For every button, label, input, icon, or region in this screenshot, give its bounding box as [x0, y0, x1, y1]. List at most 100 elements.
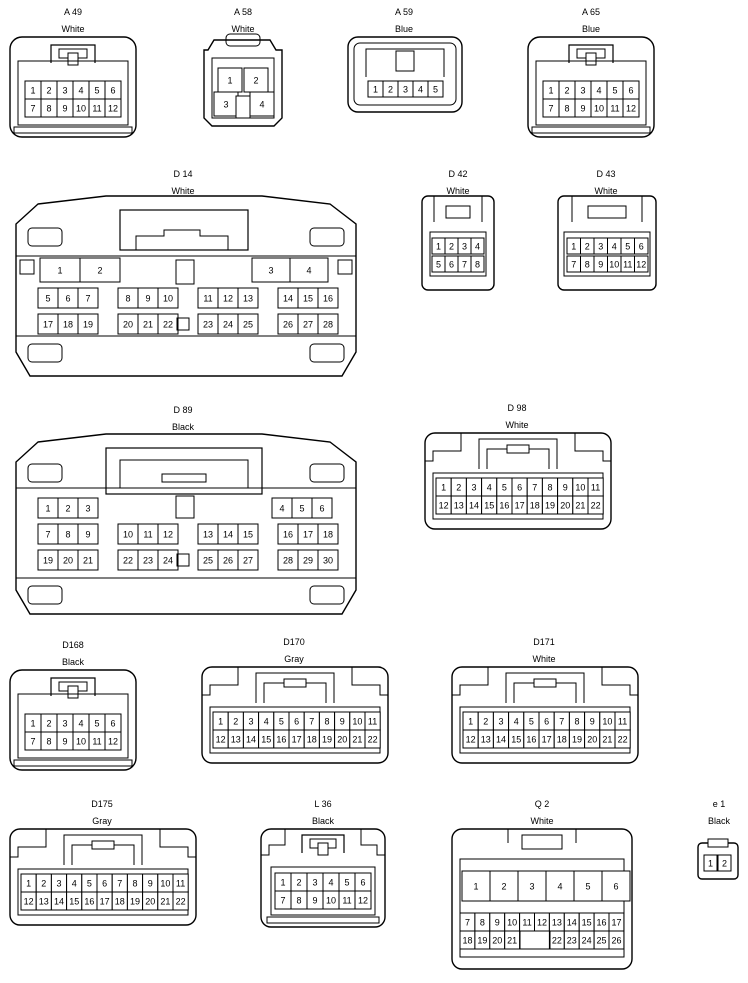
pin-number: 20 — [123, 319, 133, 329]
pin-number: 25 — [597, 935, 607, 945]
pin-number: 11 — [92, 736, 101, 746]
pin-cavity — [364, 729, 381, 749]
pin-number: 10 — [594, 103, 604, 113]
connector-code: D 98 — [507, 403, 526, 413]
pin-number: 8 — [475, 259, 480, 269]
pin-number: 14 — [246, 734, 256, 744]
pin-cavity — [601, 870, 631, 902]
pin-number: 5 — [87, 878, 92, 888]
pin-number: 7 — [309, 716, 314, 726]
pin-number: 3 — [498, 716, 503, 726]
pin-number: 1 — [280, 877, 285, 887]
pin-cavity — [608, 930, 625, 950]
connector-code: D 42 — [448, 169, 467, 179]
pin-cavity — [470, 255, 485, 273]
pin-cavity — [104, 98, 122, 118]
pin-number: 14 — [567, 917, 577, 927]
pin-number: 16 — [499, 500, 509, 510]
pin-number: 1 — [571, 241, 576, 251]
pin-cavity — [622, 98, 640, 118]
connector-code: D 43 — [596, 169, 615, 179]
pin-number: 4 — [328, 877, 333, 887]
pin-number: 2 — [483, 716, 488, 726]
pin-number: 2 — [41, 878, 46, 888]
pin-number: 20 — [145, 896, 155, 906]
pin-number: 11 — [610, 103, 619, 113]
pin-number: 12 — [216, 734, 226, 744]
pin-number: 18 — [115, 896, 125, 906]
pin-number: 11 — [342, 895, 351, 905]
pin-number: 3 — [268, 265, 273, 275]
pin-number: 12 — [636, 259, 646, 269]
connector-code: e 1 — [713, 799, 726, 809]
pin-number: 16 — [276, 734, 286, 744]
pin-cavity — [317, 313, 339, 335]
pin-number: 15 — [484, 500, 494, 510]
pin-number: 2 — [46, 85, 51, 95]
pin-number: 8 — [46, 103, 51, 113]
pin-number: 22 — [176, 896, 186, 906]
pin-number: 22 — [163, 319, 173, 329]
pin-number: 8 — [564, 103, 569, 113]
connector-color: Black — [62, 657, 85, 667]
connector-color: Black — [312, 816, 335, 826]
pin-cavity — [77, 549, 99, 571]
pin-number: 16 — [84, 896, 94, 906]
connector-color: Gray — [92, 816, 112, 826]
pin-cavity — [79, 257, 121, 283]
pin-number: 3 — [580, 85, 585, 95]
pin-number: 11 — [591, 482, 600, 492]
pin-number: 12 — [466, 734, 476, 744]
pin-number: 4 — [259, 99, 264, 109]
pin-number: 5 — [45, 293, 50, 303]
pin-number: 12 — [108, 103, 118, 113]
pin-number: 2 — [456, 482, 461, 492]
pin-number: 21 — [143, 319, 153, 329]
pin-number: 18 — [462, 935, 472, 945]
pin-number: 2 — [65, 503, 70, 513]
pin-number: 16 — [597, 917, 607, 927]
pin-cavity — [634, 237, 649, 255]
pin-number: 1 — [26, 878, 31, 888]
pin-cavity — [573, 870, 603, 902]
pin-number: 4 — [78, 85, 83, 95]
pin-number: 15 — [582, 917, 592, 927]
connector-code: L 36 — [314, 799, 331, 809]
pin-number: 30 — [323, 555, 333, 565]
pin-number: 28 — [323, 319, 333, 329]
pin-number: 5 — [585, 881, 590, 891]
pin-number: 1 — [227, 75, 232, 85]
pin-cavity — [317, 523, 339, 545]
pin-cavity — [317, 287, 339, 309]
pin-number: 10 — [609, 259, 619, 269]
pin-number: 24 — [163, 555, 173, 565]
connector-code: D171 — [533, 637, 555, 647]
pin-number: 18 — [557, 734, 567, 744]
pin-number: 2 — [97, 265, 102, 275]
pin-number: 22 — [618, 734, 628, 744]
connector-color: Black — [172, 422, 195, 432]
connector-color: White — [61, 24, 84, 34]
pin-cavity — [545, 870, 575, 902]
pin-number: 26 — [611, 935, 621, 945]
pin-number: 23 — [203, 319, 213, 329]
pin-number: 22 — [552, 935, 562, 945]
pin-number: 6 — [449, 259, 454, 269]
pin-number: 9 — [495, 917, 500, 927]
pin-number: 4 — [264, 716, 269, 726]
pin-number: 13 — [552, 917, 562, 927]
pin-number: 1 — [30, 718, 35, 728]
pin-number: 8 — [547, 482, 552, 492]
pin-number: 1 — [57, 265, 62, 275]
pin-number: 4 — [418, 84, 423, 94]
pin-number: 29 — [303, 555, 313, 565]
pin-number: 6 — [102, 878, 107, 888]
pin-number: 13 — [454, 500, 464, 510]
pin-number: 13 — [243, 293, 253, 303]
pin-number: 17 — [515, 500, 525, 510]
